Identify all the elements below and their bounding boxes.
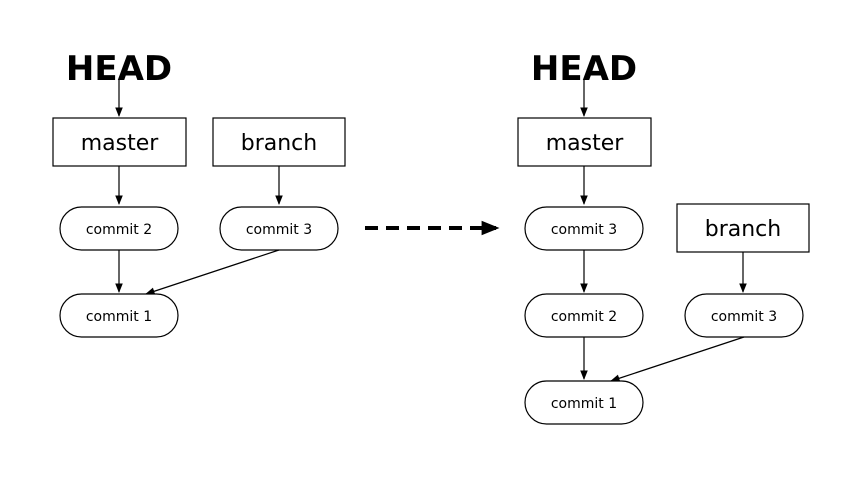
before-commit2-label: commit 2 [86, 222, 152, 238]
before-commit1-node: commit 1 [59, 293, 179, 338]
before-commit2-node: commit 2 [59, 206, 179, 251]
before-commit3-label: commit 3 [246, 222, 312, 238]
after-commit3-label: commit 3 [551, 222, 617, 238]
after-commit3b-to-commit1-arrow [610, 336, 745, 382]
before-master-label: master [81, 131, 160, 156]
before-master-box: master [52, 117, 187, 167]
before-commit1-label: commit 1 [86, 309, 152, 325]
after-branch-box: branch [676, 203, 810, 253]
after-commit3b-node: commit 3 [684, 293, 804, 338]
after-master-box: master [517, 117, 652, 167]
before-commit3-to-commit1-arrow [145, 249, 280, 295]
after-branch-label: branch [705, 217, 781, 242]
before-state: HEAD master branch commit 2 commit 3 com… [52, 49, 346, 338]
before-branch-box: branch [212, 117, 346, 167]
after-commit2-node: commit 2 [524, 293, 644, 338]
after-commit3-node: commit 3 [524, 206, 644, 251]
after-state: HEAD master commit 3 branch commit 2 com… [517, 49, 810, 425]
after-commit2-label: commit 2 [551, 309, 617, 325]
before-branch-label: branch [241, 131, 317, 156]
before-commit3-node: commit 3 [219, 206, 339, 251]
after-commit1-node: commit 1 [524, 380, 644, 425]
after-commit3b-label: commit 3 [711, 309, 777, 325]
after-commit1-label: commit 1 [551, 396, 617, 412]
after-master-label: master [546, 131, 625, 156]
